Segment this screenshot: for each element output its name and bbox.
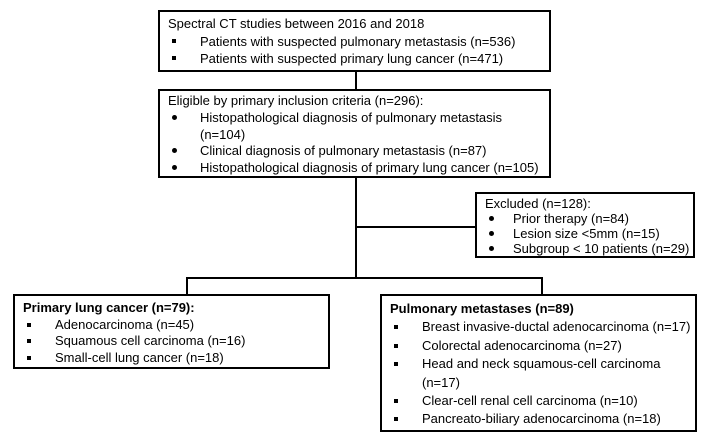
list-item: Clinical diagnosis of pulmonary metastas…: [168, 143, 547, 160]
box-title: Spectral CT studies between 2016 and 201…: [168, 16, 425, 31]
square-bullet-icon: [390, 410, 422, 428]
box-excluded: Excluded (n=128): Prior therapy (n=84)Le…: [475, 192, 695, 258]
box-title: Eligible by primary inclusion criteria (…: [168, 93, 424, 108]
square-bullet-icon: [23, 333, 55, 350]
list-item-text: Lesion size <5mm (n=15): [513, 226, 660, 241]
list-item-text: Head and neck squamous-cell carcinoma (n…: [422, 356, 661, 390]
list-item-text: Prior therapy (n=84): [513, 211, 629, 226]
square-bullet-icon: [390, 355, 422, 392]
list-item: Small-cell lung cancer (n=18): [23, 350, 325, 367]
list-item: Pancreato-biliary adenocarcinoma (n=18): [390, 410, 692, 428]
list-item-text: Squamous cell carcinoma (n=16): [55, 333, 246, 348]
list-item-text: Subgroup < 10 patients (n=29): [513, 241, 690, 256]
list-item: Squamous cell carcinoma (n=16): [23, 333, 325, 350]
list-item-text: Colorectal adenocarcinoma (n=27): [422, 337, 622, 353]
list-item: Breast invasive-ductal adenocarcinoma (n…: [390, 318, 692, 336]
list-item-text: Patients with suspected pulmonary metast…: [200, 33, 516, 49]
list-item-text: Pancreato-biliary adenocarcinoma (n=18): [422, 411, 661, 427]
list-item: Histopathological diagnosis of pulmonary…: [168, 110, 547, 144]
square-bullet-icon: [23, 317, 55, 334]
bullet-list: Histopathological diagnosis of pulmonary…: [168, 110, 547, 176]
list-item: Colorectal adenocarcinoma (n=27): [390, 337, 692, 355]
connector-eligible-down: [355, 178, 357, 278]
round-bullet-icon: [485, 211, 513, 226]
round-bullet-icon: [485, 241, 513, 256]
bullet-list: Prior therapy (n=84)Lesion size <5mm (n=…: [485, 211, 691, 256]
list-item: Histopathological diagnosis of primary l…: [168, 160, 547, 176]
list-item: Patients with suspected pulmonary metast…: [168, 33, 545, 51]
list-item-text: Patients with suspected primary lung can…: [200, 51, 504, 66]
box-spectral-ct-studies: Spectral CT studies between 2016 and 201…: [158, 10, 551, 72]
bullet-list: Breast invasive-ductal adenocarcinoma (n…: [390, 318, 692, 428]
box-primary-lung-cancer: Primary lung cancer (n=79): Adenocarcino…: [13, 294, 330, 369]
bullet-list: Patients with suspected pulmonary metast…: [168, 33, 545, 68]
connector-spectral-to-eligible: [355, 72, 357, 89]
list-item: Prior therapy (n=84): [485, 211, 691, 226]
square-bullet-icon: [390, 337, 422, 355]
list-item: Patients with suspected primary lung can…: [168, 50, 545, 68]
box-title: Pulmonary metastases (n=89): [390, 301, 574, 316]
round-bullet-icon: [168, 110, 200, 144]
bullet-list: Adenocarcinoma (n=45)Squamous cell carci…: [23, 317, 325, 367]
connector-drop-metastases: [541, 279, 543, 294]
list-item-text: Breast invasive-ductal adenocarcinoma (n…: [422, 319, 691, 335]
list-item: Head and neck squamous-cell carcinoma (n…: [390, 355, 692, 392]
list-item: Lesion size <5mm (n=15): [485, 226, 691, 241]
list-item-text: Clinical diagnosis of pulmonary metastas…: [200, 143, 487, 159]
box-eligible-criteria: Eligible by primary inclusion criteria (…: [158, 89, 551, 178]
square-bullet-icon: [23, 350, 55, 367]
list-item: Adenocarcinoma (n=45): [23, 317, 325, 334]
list-item: Subgroup < 10 patients (n=29): [485, 241, 691, 256]
list-item-text: Histopathological diagnosis of pulmonary…: [200, 109, 503, 142]
list-item-text: Adenocarcinoma (n=45): [55, 316, 195, 332]
list-item-text: Small-cell lung cancer (n=18): [55, 349, 224, 365]
square-bullet-icon: [168, 33, 200, 51]
box-pulmonary-metastases: Pulmonary metastases (n=89) Breast invas…: [380, 294, 697, 432]
connector-split-horizontal: [186, 277, 543, 279]
round-bullet-icon: [485, 226, 513, 241]
square-bullet-icon: [390, 318, 422, 336]
box-title: Primary lung cancer (n=79):: [23, 300, 195, 315]
round-bullet-icon: [168, 160, 200, 176]
list-item-text: Histopathological diagnosis of primary l…: [200, 160, 539, 176]
round-bullet-icon: [168, 143, 200, 160]
square-bullet-icon: [390, 392, 422, 410]
list-item-text: Clear-cell renal cell carcinoma (n=10): [422, 393, 638, 409]
connector-drop-primary: [186, 279, 188, 294]
square-bullet-icon: [168, 50, 200, 68]
connector-branch-excluded: [357, 226, 475, 228]
list-item: Clear-cell renal cell carcinoma (n=10): [390, 392, 692, 410]
box-title: Excluded (n=128):: [485, 196, 591, 211]
